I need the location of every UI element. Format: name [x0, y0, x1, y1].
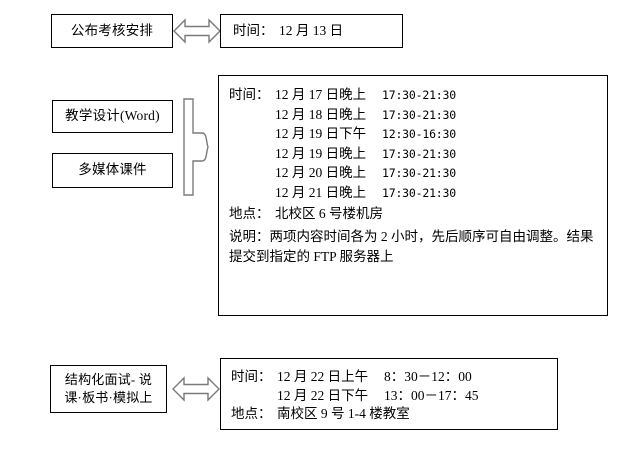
main-schedule-row: 时间： 12 月 17 日晚上 17:30-21:30: [229, 88, 597, 102]
interview-time-label: 时间：: [231, 369, 272, 384]
interview-schedule-row: 时间： 12 月 22 日上午 8：30－12：00: [231, 370, 547, 384]
interview-place-label: 地点：: [231, 406, 272, 421]
main-schedule-time: 17:30-21:30: [382, 146, 456, 161]
main-schedule-row: 12 月 18 日晚上 17:30-21:30: [229, 106, 597, 122]
interview-schedule-date: 12 月 22 日上午: [277, 369, 369, 384]
interview-schedule-date: 12 月 22 日下午: [277, 387, 369, 403]
node-multimedia-courseware-label: 多媒体课件: [78, 162, 147, 178]
main-schedule-row: 12 月 20 日晚上 17:30-21:30: [229, 166, 597, 180]
main-time-label: 时间：: [229, 87, 270, 102]
main-schedule-time: 17:30-21:30: [382, 107, 456, 122]
main-note-row: 说明：两项内容时间各为 2 小时，先后顺序可自由调整。结果提交到指定的 FTP …: [229, 227, 597, 269]
main-schedule-time: 17:30-21:30: [382, 185, 456, 200]
node-publish-assessment-schedule[interactable]: 公布考核安排: [51, 14, 173, 48]
main-schedule-date: 12 月 20 日晚上: [275, 165, 367, 180]
node-teaching-design[interactable]: 教学设计(Word): [52, 100, 173, 133]
node-interview-label-line2: 课·板书·模拟上: [64, 390, 153, 405]
main-schedule-date: 12 月 21 日晚上: [275, 184, 367, 200]
panel-publish-time: 时间： 12 月 13 日: [220, 14, 403, 48]
node-multimedia-courseware[interactable]: 多媒体课件: [52, 153, 173, 188]
node-publish-label: 公布考核安排: [70, 22, 154, 38]
node-teaching-design-label: 教学设计(Word): [65, 108, 160, 124]
main-schedule-row: 12 月 19 日晚上 17:30-21:30: [229, 145, 597, 161]
node-structured-interview[interactable]: 结构化面试- 说 课·板书·模拟上: [50, 365, 167, 413]
publish-time-label: 时间：: [233, 23, 274, 39]
interview-schedule-time: 8：30－12：00: [384, 369, 472, 384]
publish-time-value: 12 月 13 日: [279, 23, 344, 39]
main-schedule-date: 12 月 18 日晚上: [275, 106, 367, 122]
main-schedule-time: 12:30-16:30: [382, 127, 456, 141]
interview-schedule-time: 13：00－17：45: [384, 387, 479, 403]
main-place-row: 地点： 北校区 6 号楼机房: [229, 207, 597, 221]
interview-place-value: 南校区 9 号 1-4 楼教室: [277, 406, 410, 421]
main-note-label: 说明：: [229, 228, 270, 244]
double-arrow-publish-icon: [173, 18, 221, 44]
main-note-value: 两项内容时间各为 2 小时，先后顺序可自由调整。结果提交到指定的 FTP 服务器…: [229, 228, 594, 265]
curly-brace-connector-icon: [183, 98, 209, 196]
interview-place-row: 地点： 南校区 9 号 1-4 楼教室: [231, 407, 547, 421]
double-arrow-interview-icon: [172, 376, 220, 402]
main-schedule-row: 12 月 21 日晚上 17:30-21:30: [229, 184, 597, 200]
main-schedule-date: 12 月 19 日晚上: [275, 145, 367, 161]
panel-main-schedule: 时间： 12 月 17 日晚上 17:30-21:30 12 月 18 日晚上 …: [218, 75, 608, 316]
main-place-value: 北校区 6 号楼机房: [275, 206, 383, 221]
node-interview-label-line1: 结构化面试- 说: [64, 372, 153, 388]
interview-schedule-row: 12 月 22 日下午 13：00－17：45: [231, 387, 547, 403]
main-schedule-date: 12 月 19 日下午: [275, 126, 367, 141]
main-place-label: 地点：: [229, 206, 270, 221]
main-schedule-row: 12 月 19 日下午 12:30-16:30: [229, 127, 597, 141]
panel-interview-schedule: 时间： 12 月 22 日上午 8：30－12：00 12 月 22 日下午 1…: [220, 358, 558, 430]
main-schedule-time: 17:30-21:30: [382, 88, 456, 102]
main-schedule-time: 17:30-21:30: [382, 166, 456, 180]
main-schedule-date: 12 月 17 日晚上: [275, 87, 367, 102]
